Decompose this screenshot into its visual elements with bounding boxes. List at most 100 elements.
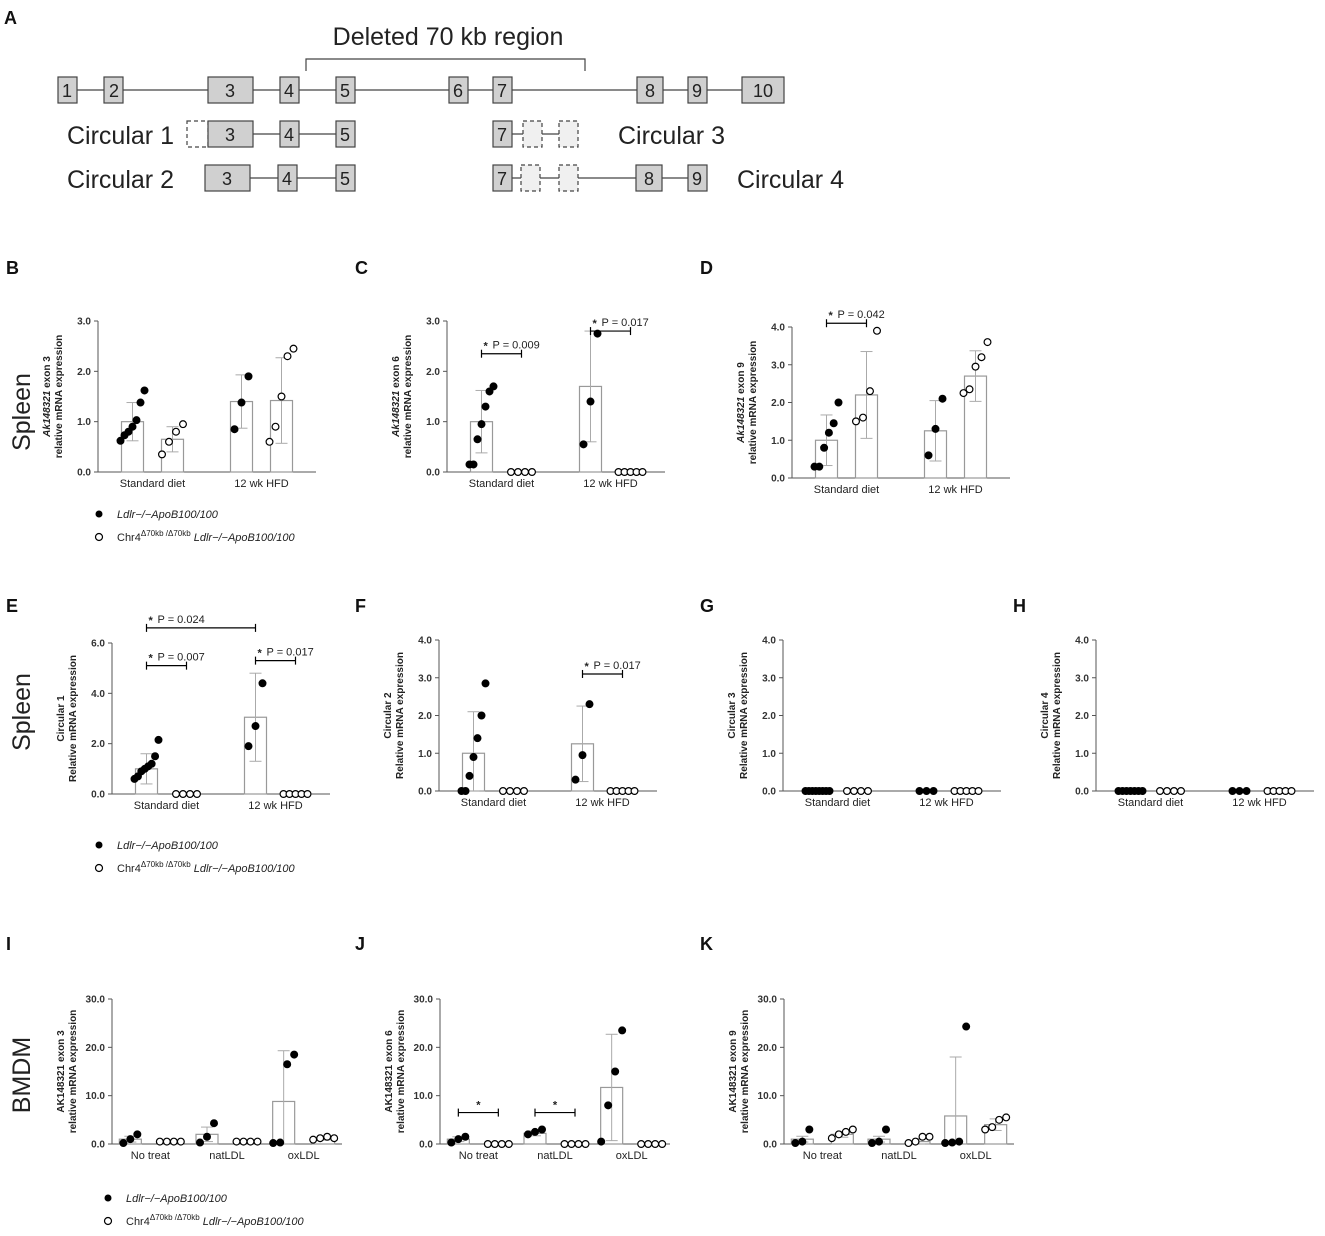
point-wt — [593, 329, 602, 338]
c4-dashed-exon-b — [558, 164, 579, 192]
y-tick-label: 0.0 — [419, 1140, 433, 1151]
point-wt — [124, 427, 133, 436]
c4-dashed-exon-a — [520, 164, 541, 192]
panel-letter-i: I — [6, 934, 11, 954]
point-ko — [983, 338, 992, 347]
c2-exon-5 — [335, 164, 356, 192]
point-ko — [253, 1137, 262, 1146]
point-ko — [974, 786, 983, 795]
y-tick-label: 1.0 — [418, 749, 432, 760]
point-wt — [485, 387, 494, 396]
c2-exon-4 — [277, 164, 298, 192]
point-ko — [1002, 1113, 1011, 1122]
c1-exon-4 — [279, 120, 300, 148]
p-value-label: P = 0.024 — [158, 614, 205, 626]
significance-star: * — [149, 653, 154, 665]
y-tick-label: 4.0 — [771, 323, 785, 334]
exon-box-9 — [687, 76, 708, 104]
y-axis-label-gene: Ak148321 — [42, 390, 53, 438]
point-wt — [1242, 786, 1251, 795]
point-ko — [872, 326, 881, 335]
point-wt — [825, 786, 834, 795]
point-wt — [244, 372, 253, 381]
point-ko — [904, 1139, 913, 1148]
circular-2-label: Circular 2 — [67, 166, 174, 194]
c4-exon-8 — [635, 164, 663, 192]
point-wt — [473, 435, 482, 444]
y-tick-label: 2.0 — [91, 739, 105, 750]
legend-label-wt: Ldlr−/−ApoB100/100 — [117, 509, 219, 521]
point-ko — [265, 437, 274, 446]
y-tick-label: 4.0 — [762, 636, 776, 647]
legend-marker-open — [94, 863, 104, 873]
point-ko — [497, 1139, 506, 1148]
c2-exon-3 — [204, 164, 251, 192]
p-value-label: P = 0.009 — [493, 340, 540, 352]
point-ko — [851, 417, 860, 426]
point-wt — [915, 786, 924, 795]
category-label: 12 wk HFD — [583, 478, 637, 490]
y-tick-label: 6.0 — [91, 639, 105, 650]
point-ko — [567, 1139, 576, 1148]
category-label: Standard diet — [805, 797, 870, 809]
category-label: No treat — [459, 1150, 498, 1162]
gene-diagram: Deleted 70 kb region 1 2 3 4 5 6 7 8 9 1… — [57, 23, 844, 194]
point-wt — [489, 382, 498, 391]
legend-marker-filled — [95, 841, 103, 849]
point-wt — [611, 1067, 620, 1076]
c3-dashed-exon-b — [558, 120, 579, 148]
point-ko — [1155, 786, 1164, 795]
category-label: No treat — [131, 1150, 170, 1162]
point-ko — [179, 789, 188, 798]
point-wt — [481, 679, 490, 688]
point-wt — [133, 1130, 142, 1139]
point-ko — [1176, 786, 1185, 795]
point-ko — [172, 427, 181, 436]
point-ko — [155, 1137, 164, 1146]
c1-exon-3 — [207, 120, 254, 148]
point-wt — [815, 462, 824, 471]
legend-ko-sup: Δ70kb /Δ70kb — [150, 1213, 200, 1222]
c2-exon-label-4: 4 — [282, 169, 292, 189]
point-ko — [911, 1137, 920, 1146]
point-ko — [856, 786, 865, 795]
exon-label-6: 6 — [453, 81, 463, 101]
point-ko — [483, 1139, 492, 1148]
point-wt — [820, 443, 829, 452]
y-axis-label-g: Circular 3 — [727, 692, 738, 739]
y-tick-label: 2.0 — [1075, 711, 1089, 722]
y-axis-label2-h: Relative mRNA expression — [1052, 652, 1063, 779]
point-ko — [239, 1137, 248, 1146]
point-wt — [955, 1137, 964, 1146]
point-wt — [469, 753, 478, 762]
exon-box-8 — [636, 76, 664, 104]
category-label: natLDL — [881, 1150, 916, 1162]
point-ko — [651, 1139, 660, 1148]
point-ko — [527, 468, 536, 477]
y-tick-label: 0.0 — [762, 787, 776, 798]
point-ko — [981, 1125, 990, 1134]
panel-letter-h: H — [1013, 596, 1026, 616]
point-ko — [179, 420, 188, 429]
circular-1-diagram: 3 4 5 Circular 1 — [67, 120, 356, 150]
c4-exon-label-9: 9 — [692, 169, 702, 189]
point-wt — [523, 1130, 532, 1139]
exon-label-2: 2 — [109, 81, 119, 101]
category-label: Standard diet — [461, 797, 526, 809]
y-tick-label: 10.0 — [414, 1091, 434, 1102]
point-ko — [637, 1139, 646, 1148]
category-label: 12 wk HFD — [928, 484, 982, 496]
point-wt — [824, 428, 833, 437]
category-label: Standard diet — [469, 478, 534, 490]
point-ko — [504, 1139, 513, 1148]
y-axis-label-e: Circular 1 — [56, 695, 67, 742]
c1-exon-5 — [335, 120, 356, 148]
exon-label-9: 9 — [692, 81, 702, 101]
point-ko — [289, 344, 298, 353]
point-ko — [965, 385, 974, 394]
point-wt — [465, 771, 474, 780]
exon-row — [57, 76, 785, 104]
exon-box-10 — [741, 76, 785, 104]
